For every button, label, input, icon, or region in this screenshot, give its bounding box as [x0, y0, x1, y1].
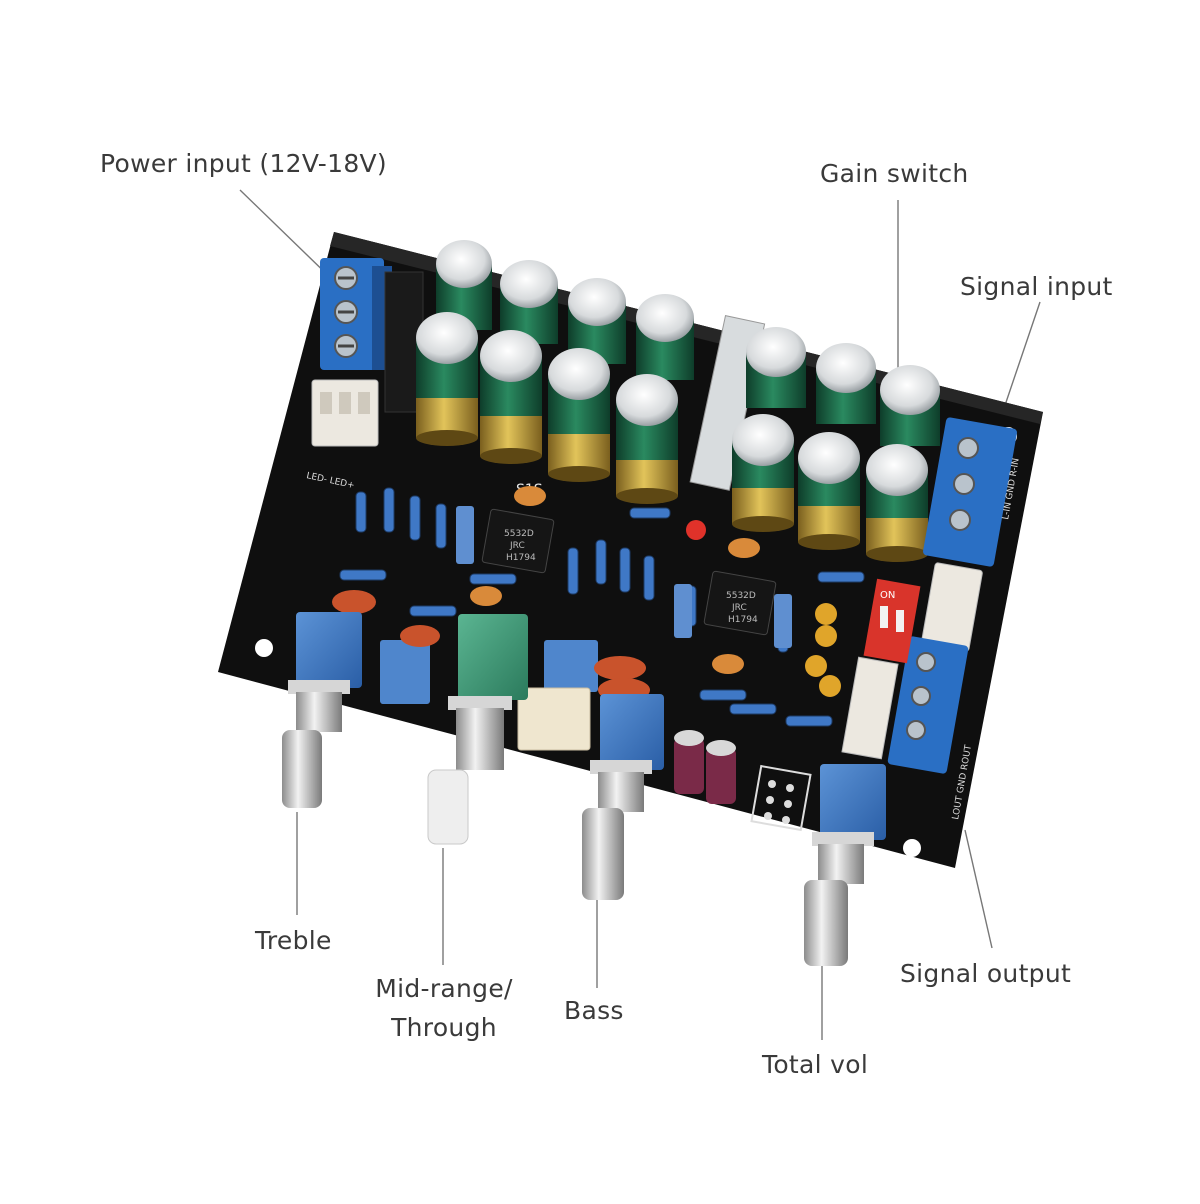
label-signal-input: Signal input — [960, 272, 1113, 301]
power-led — [686, 520, 706, 540]
svg-text:JRC: JRC — [509, 541, 525, 551]
label-total-vol: Total vol — [762, 1050, 869, 1079]
label-treble: Treble — [255, 926, 332, 955]
bass-pot — [582, 694, 664, 900]
capacitor — [416, 312, 478, 446]
gain-dip-switch: ON — [863, 578, 921, 664]
svg-text:5532D: 5532D — [504, 529, 534, 539]
capacitor-bank — [416, 240, 940, 562]
capacitor — [732, 414, 794, 532]
svg-text:H1794: H1794 — [506, 553, 536, 563]
capacitor — [816, 343, 876, 424]
svg-text:JRC: JRC — [731, 603, 747, 613]
op-amp-ic: 5532D JRC H1794 — [481, 508, 555, 574]
label-power-input: Power input (12V-18V) — [100, 149, 387, 178]
signal-output-terminal — [887, 636, 969, 774]
svg-text:5532D: 5532D — [726, 591, 756, 601]
mid-range-pot — [427, 614, 528, 845]
capacitor — [798, 432, 860, 550]
label-mid-range-line1: Mid-range/ — [375, 974, 513, 1003]
treble-pot — [282, 612, 362, 808]
resistor-array — [339, 487, 865, 727]
ic-footprint — [750, 764, 812, 832]
svg-text:H1794: H1794 — [728, 615, 758, 625]
mount-hole — [903, 839, 921, 857]
capacitor — [636, 294, 694, 380]
label-signal-output: Signal output — [900, 959, 1072, 988]
power-terminal — [320, 258, 392, 370]
capacitor — [500, 260, 558, 344]
label-mid-range-line2: Through — [391, 1012, 497, 1042]
mount-hole — [255, 639, 273, 657]
svg-text:ON: ON — [880, 590, 895, 601]
label-gain-switch: Gain switch — [820, 159, 969, 188]
capacitor — [548, 348, 610, 482]
signal-input-terminal — [923, 417, 1017, 567]
capacitor — [866, 444, 928, 562]
capacitor — [746, 327, 806, 408]
op-amp-ic: 5532D JRC H1794 — [703, 570, 777, 636]
label-mid-range: Mid-range/ Through — [360, 970, 528, 1048]
capacitor — [880, 365, 940, 446]
small-capacitors — [674, 730, 736, 804]
capacitor — [480, 330, 542, 464]
capacitor — [616, 374, 678, 504]
total-vol-pot — [804, 764, 886, 966]
label-bass: Bass — [564, 996, 624, 1025]
